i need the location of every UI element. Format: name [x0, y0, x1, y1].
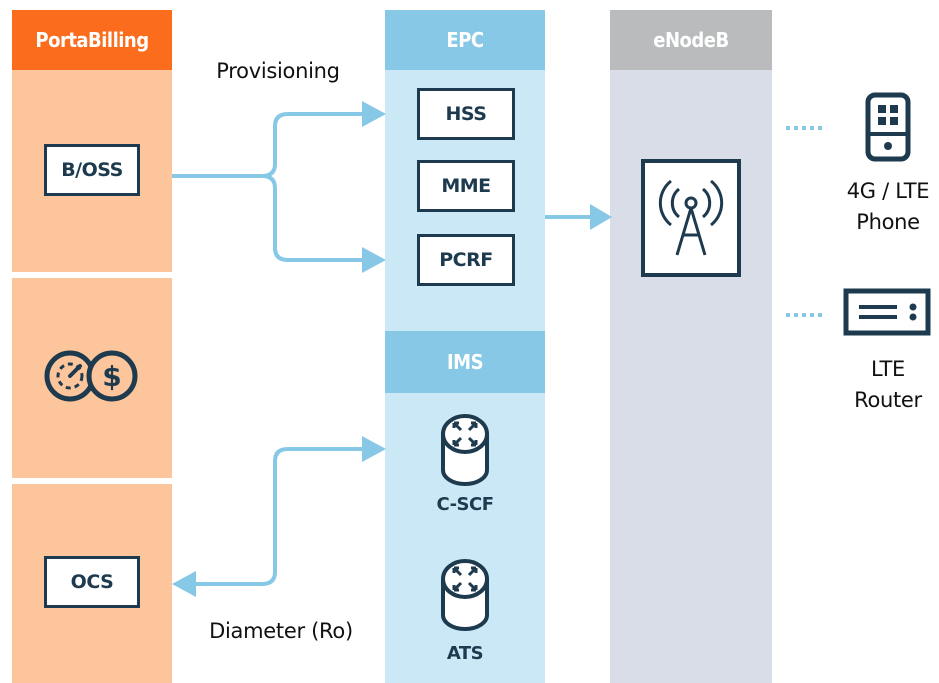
- svg-text:$: $: [102, 360, 121, 393]
- provisioning-arrow: [172, 112, 366, 178]
- boss-label: B/OSS: [61, 159, 123, 181]
- ocs-label: OCS: [70, 571, 114, 593]
- enodeb-header: eNodeB: [610, 10, 772, 70]
- portabilling-title: PortaBilling: [35, 28, 149, 52]
- cscf-router-icon: [440, 412, 490, 490]
- ims-header: IMS: [385, 331, 545, 393]
- router-label: LTE Router: [828, 354, 939, 416]
- epc-title: EPC: [446, 28, 484, 52]
- phone-label-line1: 4G / LTE: [846, 179, 930, 203]
- cscf-label: C-SCF: [436, 494, 494, 515]
- hss-label: HSS: [445, 103, 487, 125]
- diameter-arrow: [190, 447, 366, 586]
- ims-title: IMS: [446, 350, 484, 374]
- cell-tower-icon: [641, 159, 741, 277]
- portabilling-header: PortaBilling: [12, 10, 172, 70]
- phone-label-line2: Phone: [856, 210, 920, 234]
- epc-header: EPC: [385, 10, 545, 70]
- mme-label: MME: [441, 175, 491, 197]
- phone-label: 4G / LTE Phone: [828, 176, 939, 238]
- hss-box: HSS: [417, 88, 515, 140]
- pcrf-box: PCRF: [417, 234, 515, 286]
- pcrf-label: PCRF: [439, 249, 493, 271]
- ats-router-icon: [440, 557, 490, 635]
- phone-icon: [865, 92, 911, 162]
- router-label-line1: LTE: [870, 357, 905, 381]
- meter-dollar-icon: $: [44, 346, 140, 406]
- mme-box: MME: [417, 160, 515, 212]
- boss-box: B/OSS: [44, 144, 140, 196]
- provisioning-label: Provisioning: [216, 59, 340, 83]
- router-label-line2: Router: [854, 388, 922, 412]
- ats-label: ATS: [446, 643, 484, 664]
- enodeb-title: eNodeB: [653, 28, 729, 52]
- diameter-label: Diameter (Ro): [209, 619, 353, 643]
- ocs-box: OCS: [44, 556, 140, 608]
- router-icon: [843, 288, 931, 338]
